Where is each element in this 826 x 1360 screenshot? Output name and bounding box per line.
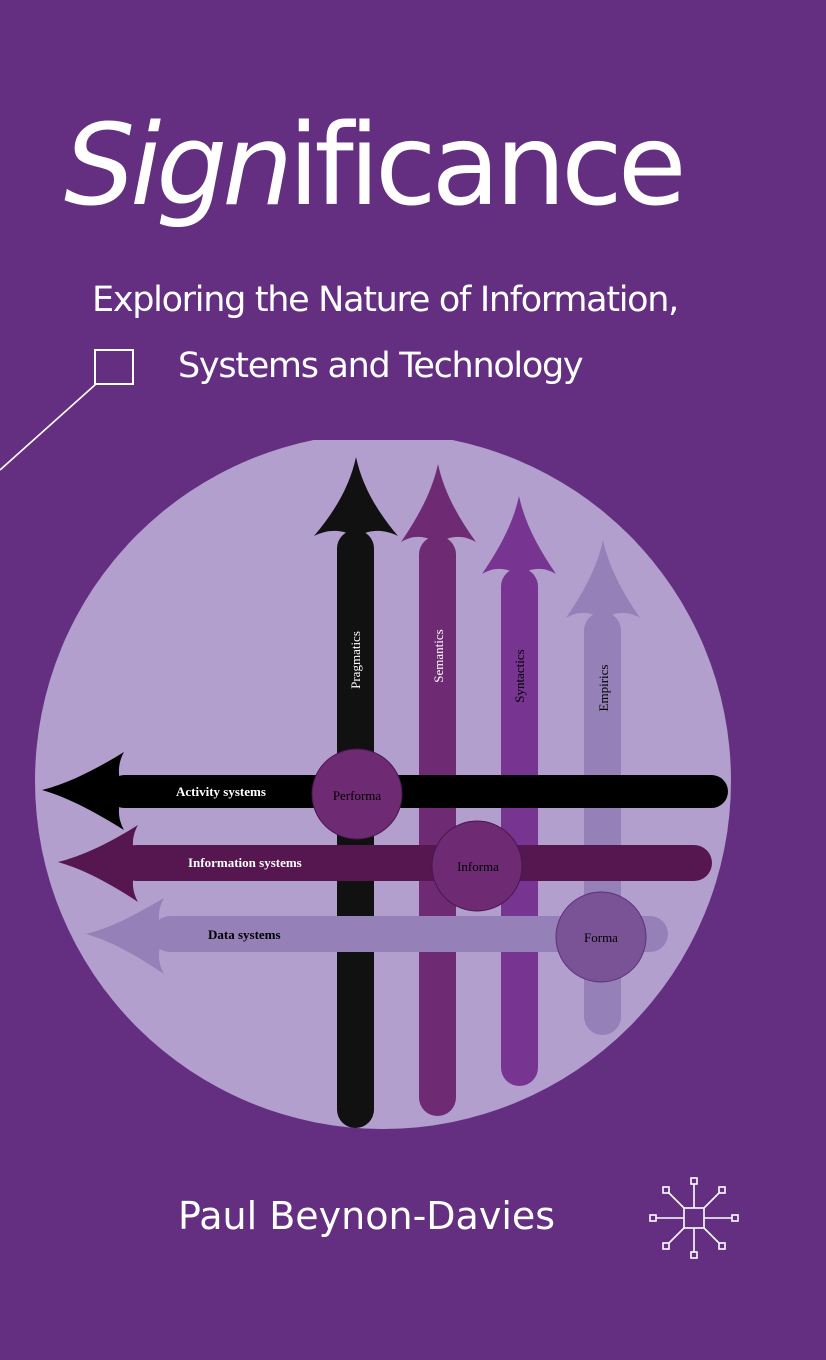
palgrave-logo-icon — [649, 1177, 739, 1259]
label-syntactics: Syntactics — [512, 649, 527, 702]
vertical-arrow-semantics — [401, 464, 476, 1116]
subtitle-line-2: Systems and Technology — [178, 346, 584, 386]
semiotic-ladder-diagram: Pragmatics Semantics Syntactics Empirics… — [35, 440, 731, 1129]
label-information-systems: Information systems — [188, 855, 302, 870]
label-pragmatics: Pragmatics — [348, 631, 363, 689]
horizontal-arrow-data-systems — [86, 898, 668, 974]
book-title: Significance — [64, 110, 687, 222]
title-italic-part: Sign — [64, 101, 293, 231]
horizontal-arrow-activity-systems — [42, 752, 728, 830]
intersection-forma — [555, 891, 647, 983]
decorative-square — [94, 349, 134, 385]
label-empirics: Empirics — [596, 665, 611, 712]
label-data-systems: Data systems — [208, 927, 281, 942]
label-forma: Forma — [584, 930, 618, 945]
title-regular-part: ificance — [288, 101, 686, 231]
intersection-informa — [431, 820, 523, 912]
author-name: Paul Beynon-Davies — [178, 1194, 556, 1238]
label-activity-systems: Activity systems — [176, 784, 266, 799]
label-performa: Performa — [333, 788, 382, 803]
vertical-arrow-syntactics — [482, 496, 556, 1086]
horizontal-arrow-information-systems — [58, 825, 712, 902]
decorative-diagonal-line — [0, 383, 97, 471]
label-informa: Informa — [457, 859, 499, 874]
subtitle-line-1: Exploring the Nature of Information, — [92, 280, 679, 320]
label-semantics: Semantics — [431, 629, 446, 682]
intersection-performa — [311, 748, 403, 840]
